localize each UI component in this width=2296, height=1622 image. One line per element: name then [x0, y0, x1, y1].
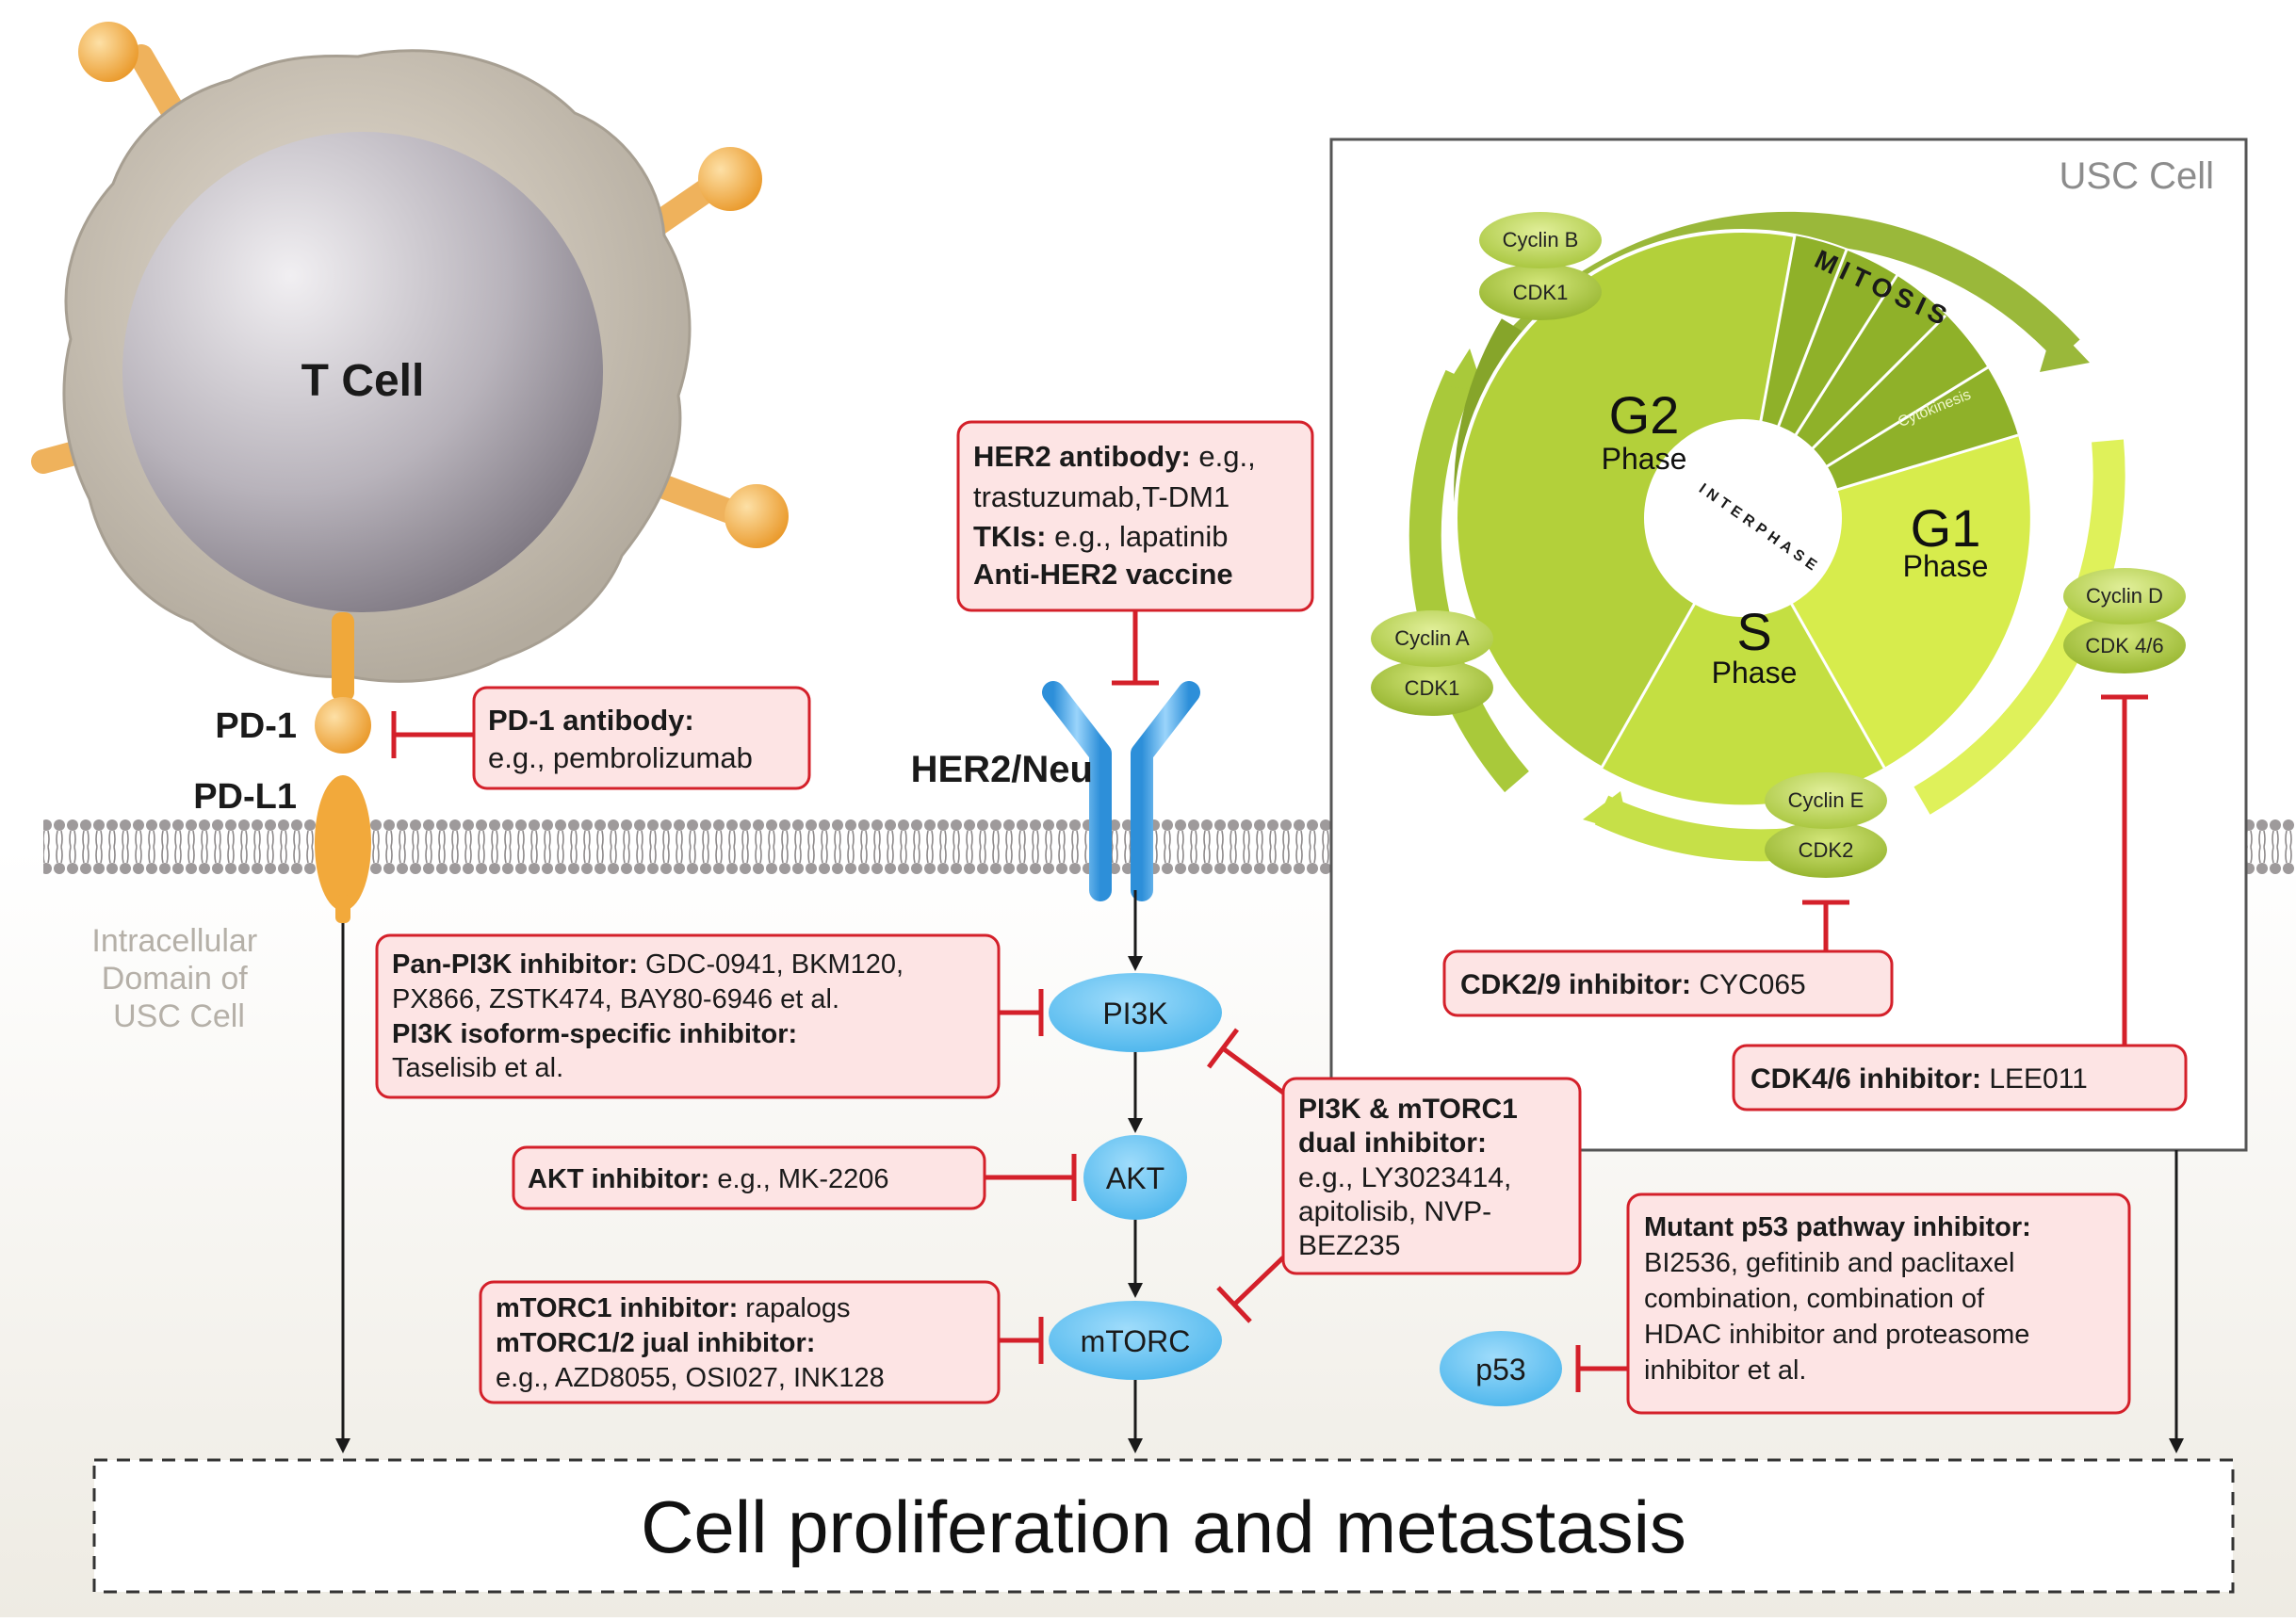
p53-label: p53 — [1475, 1353, 1525, 1387]
svg-text:PX866, ZSTK474, BAY80-6946 et: PX866, ZSTK474, BAY80-6946 et al. — [392, 984, 839, 1014]
s-phase-label: Phase — [1712, 656, 1798, 689]
intracellular-label: Intracellular Domain of USC Cell — [91, 923, 266, 1034]
cdk29-inhibitor-box: CDK2/9 inhibitor: CYC065 — [1442, 949, 1894, 1017]
svg-text:apitolisib, NVP-: apitolisib, NVP- — [1298, 1196, 1491, 1227]
akt-node — [1083, 1135, 1187, 1220]
svg-text:mTORC1 inhibitor: rapalogs: mTORC1 inhibitor: rapalogs — [496, 1293, 851, 1323]
cdk2-label: CDK2 — [1799, 838, 1854, 862]
pd1-antibody-box: PD-1 antibody: e.g., pembrolizumab — [472, 686, 811, 790]
cyclin-d-label: Cyclin D — [2086, 584, 2163, 608]
pdl1-label: PD-L1 — [193, 777, 297, 817]
pdl1-ligand — [315, 775, 371, 911]
dual-inhibitor-box: PI3K & mTORC1 dual inhibitor: e.g., LY30… — [1281, 1077, 1582, 1275]
pdl1-stalk — [335, 895, 350, 923]
cyclin-b-label: Cyclin B — [1503, 228, 1579, 251]
svg-text:AKT inhibitor: e.g., MK-2206: AKT inhibitor: e.g., MK-2206 — [528, 1164, 889, 1194]
svg-text:TKIs: e.g., lapatinib: TKIs: e.g., lapatinib — [973, 520, 1229, 553]
cdk46-inhibitor-box: CDK4/6 inhibitor: LEE011 — [1732, 1044, 2188, 1111]
svg-text:e.g., LY3023414,: e.g., LY3023414, — [1298, 1162, 1511, 1193]
akt-inhibitor-box: AKT inhibitor: e.g., MK-2206 — [512, 1145, 986, 1210]
svg-text:PI3K & mTORC1: PI3K & mTORC1 — [1298, 1094, 1518, 1125]
pi3k-label: PI3K — [1102, 997, 1167, 1030]
svg-text:Mutant p53 pathway inhibitor:: Mutant p53 pathway inhibitor: — [1644, 1212, 2031, 1242]
cell-cycle-wheel — [1409, 211, 2125, 862]
cyclin-b-cdk1 — [1479, 212, 1602, 320]
pd1-receptor — [315, 612, 371, 754]
svg-text:mTORC1/2 jual inhibitor:: mTORC1/2 jual inhibitor: — [496, 1328, 815, 1358]
p53-node — [1440, 1331, 1562, 1406]
g1-label: G1 — [1911, 498, 1981, 558]
mtorc-node — [1049, 1301, 1222, 1380]
svg-text:e.g., pembrolizumab: e.g., pembrolizumab — [488, 741, 753, 774]
g1-phase-label: Phase — [1903, 549, 1989, 583]
svg-text:BI2536, gefitinib and paclita: BI2536, gefitinib and paclitaxel — [1644, 1248, 2014, 1278]
her2-receptor — [1042, 681, 1200, 901]
svg-text:dual inhibitor:: dual inhibitor: — [1298, 1127, 1487, 1159]
svg-text:CDK2/9 inhibitor: CYC065: CDK2/9 inhibitor: CYC065 — [1460, 969, 1806, 1000]
svg-text:Taselisib et al.: Taselisib et al. — [392, 1053, 563, 1083]
activation-arrows — [335, 890, 2184, 1453]
cyclin-e-label: Cyclin E — [1788, 788, 1864, 812]
g2-label: G2 — [1609, 385, 1680, 445]
svg-text:e.g., AZD8055, OSI027, INK128: e.g., AZD8055, OSI027, INK128 — [496, 1363, 885, 1393]
svg-text:HDAC inhibitor and proteasome: HDAC inhibitor and proteasome — [1644, 1320, 2029, 1350]
mtorc-label: mTORC — [1081, 1324, 1191, 1358]
pd1-label: PD-1 — [215, 706, 297, 746]
cyclin-e-cdk2 — [1765, 772, 1887, 878]
svg-text:inhibitor et al.: inhibitor et al. — [1644, 1355, 1807, 1386]
t-cell-nucleus — [122, 132, 603, 612]
cdk1-a-label: CDK1 — [1405, 676, 1460, 700]
t-cell-label: T Cell — [301, 356, 425, 406]
svg-text:Pan-PI3K inhibitor: GDC-0941,: Pan-PI3K inhibitor: GDC-0941, BKM120, — [392, 949, 904, 980]
inhibition-lines — [391, 610, 2148, 1392]
svg-text:trastuzumab,T-DM1: trastuzumab,T-DM1 — [973, 480, 1229, 513]
svg-text:Anti-HER2 vaccine: Anti-HER2 vaccine — [973, 558, 1233, 591]
svg-text:PD-1 antibody:: PD-1 antibody: — [488, 704, 694, 737]
pi3k-node — [1049, 973, 1222, 1052]
cdk1-b-label: CDK1 — [1513, 281, 1569, 304]
p53-inhibitor-box: Mutant p53 pathway inhibitor: BI2536, ge… — [1626, 1192, 2131, 1415]
her2-antibody-box: HER2 antibody: e.g., trastuzumab,T-DM1 T… — [956, 420, 1314, 612]
svg-text:CDK4/6 inhibitor: LEE011: CDK4/6 inhibitor: LEE011 — [1750, 1063, 2088, 1095]
pi3k-inhibitor-box: Pan-PI3K inhibitor: GDC-0941, BKM120, PX… — [375, 933, 1001, 1099]
svg-text:combination, combination of: combination, combination of — [1644, 1284, 1985, 1314]
usc-cell-title: USC Cell — [2060, 155, 2214, 197]
cdk46-label: CDK 4/6 — [2085, 634, 2163, 657]
svg-text:PI3K isoform-specific inhibito: PI3K isoform-specific inhibitor: — [392, 1019, 797, 1049]
mtorc-inhibitor-box: mTORC1 inhibitor: rapalogs mTORC1/2 jual… — [479, 1280, 1001, 1404]
her2-label: HER2/Neu — [911, 749, 1093, 790]
svg-text:HER2 antibody: e.g.,: HER2 antibody: e.g., — [973, 440, 1256, 473]
t-cell — [31, 22, 789, 683]
g2-phase-label: Phase — [1602, 442, 1687, 476]
svg-text:BEZ235: BEZ235 — [1298, 1230, 1400, 1261]
cyclin-d-cdk46 — [2063, 568, 2186, 673]
outcome-label: Cell proliferation and metastasis — [641, 1485, 1686, 1568]
akt-label: AKT — [1106, 1161, 1164, 1195]
cyclin-a-cdk1 — [1371, 610, 1493, 716]
cyclin-a-label: Cyclin A — [1394, 626, 1470, 650]
outcome-box — [92, 1458, 2235, 1594]
s-label: S — [1736, 602, 1771, 661]
